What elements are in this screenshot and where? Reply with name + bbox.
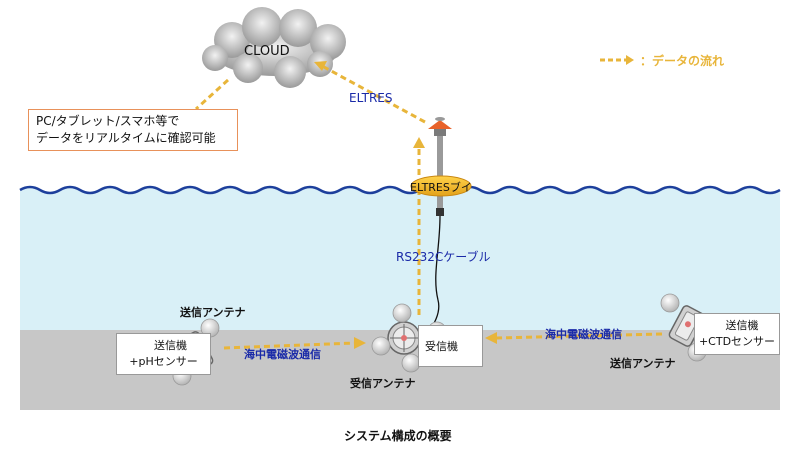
right-link-label: 海中電磁波通信 xyxy=(545,328,622,341)
flow-arrow-left-comm xyxy=(223,341,356,350)
sea-surface-line xyxy=(19,185,781,195)
right-transmitter-line2: +CTDセンサー xyxy=(698,335,776,348)
right-antenna-ball-top xyxy=(660,293,680,313)
flow-arrow-cloud-to-device xyxy=(194,78,230,111)
receiver-line1: 受信機 xyxy=(425,340,458,353)
left-transmitter-box: 送信機 +pHセンサー xyxy=(116,333,211,375)
receiver-antenna-ball-2 xyxy=(371,336,391,356)
device-info-line1: PC/タブレット/スマホ等で xyxy=(36,114,180,128)
left-transmitter-line1: 送信機 xyxy=(154,339,187,352)
cable-label: RS232Cケーブル xyxy=(396,250,491,264)
legend-label: ：データの流れ xyxy=(640,54,725,68)
buoy-label: ELTRESブイ xyxy=(410,181,472,194)
right-transmitter-box: 送信機 +CTDセンサー xyxy=(694,313,780,355)
left-antenna-label: 送信アンテナ xyxy=(180,306,246,319)
left-transmitter-line2: +pHセンサー xyxy=(129,355,198,368)
flow-arrowhead-right-comm xyxy=(485,332,497,344)
right-antenna-label: 送信アンテナ xyxy=(610,357,676,370)
legend-arrowhead xyxy=(626,55,634,65)
flow-arrowhead-buoy xyxy=(413,137,425,148)
receiver-antenna-ball-1 xyxy=(392,303,412,323)
right-transmitter-line1: 送信機 xyxy=(725,319,759,332)
flow-arrowhead-left-comm xyxy=(354,337,366,349)
sea-area xyxy=(20,187,780,330)
device-info-box: PC/タブレット/スマホ等で データをリアルタイムに確認可能 xyxy=(28,109,238,151)
flow-arrowhead-cloud xyxy=(314,61,327,71)
device-info-line2: データをリアルタイムに確認可能 xyxy=(36,131,216,145)
receiver-device xyxy=(387,321,421,355)
receiver-antenna-label: 受信アンテナ xyxy=(350,377,416,390)
eltres-buoy xyxy=(410,117,472,216)
left-link-label: 海中電磁波通信 xyxy=(244,348,321,361)
receiver-box: 受信機 xyxy=(418,325,483,367)
cloud-label: CLOUD xyxy=(244,44,290,59)
flow-arrow-right-comm xyxy=(496,332,663,340)
diagram-caption: システム構成の概要 xyxy=(344,429,452,443)
eltres-label: ELTRES xyxy=(349,91,393,105)
